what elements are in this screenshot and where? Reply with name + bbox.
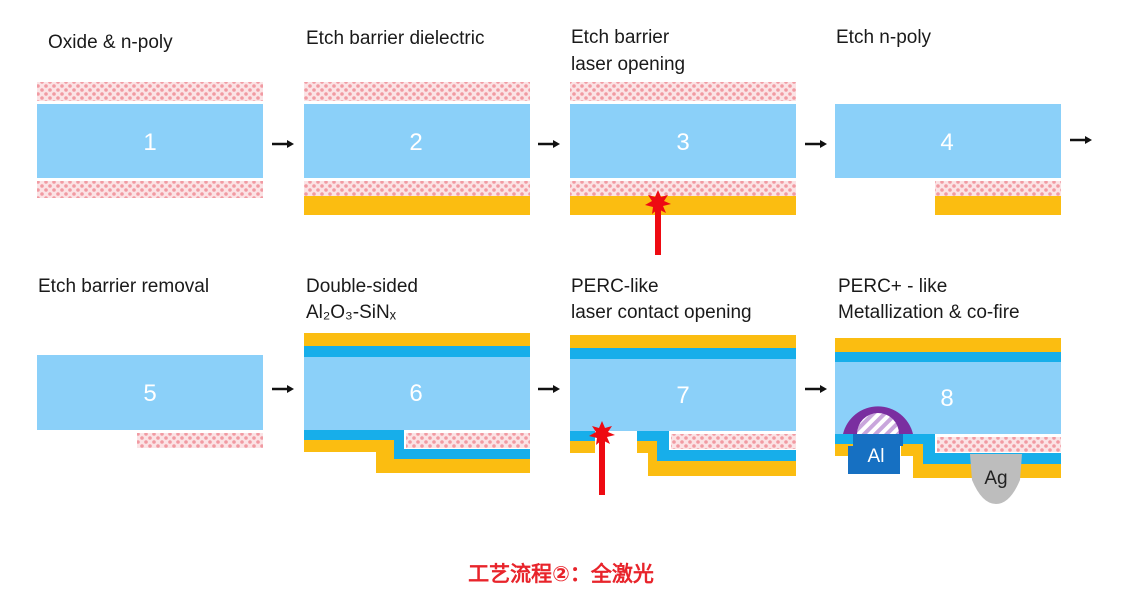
sinx-layer-top (304, 333, 530, 346)
step-7-label-line2: laser contact opening (571, 302, 752, 323)
arrow-icon (272, 385, 294, 393)
oxide-poly-layer-bottom (406, 433, 530, 448)
al2o3-layer-bottom (304, 430, 530, 459)
wafer (570, 104, 796, 178)
step-number: 3 (676, 129, 689, 156)
wafer (37, 104, 263, 178)
step-6-stack: 6 (304, 333, 530, 473)
arrow-icon (805, 140, 827, 148)
oxide-poly-layer-bottom (671, 434, 796, 449)
al2o3-layer-top (570, 348, 796, 359)
oxide-poly-layer-top (570, 82, 796, 101)
arrow-icon (538, 140, 560, 148)
al2o3-layer-bottom-left (570, 431, 595, 441)
arrow-icon (1070, 136, 1092, 144)
oxide-poly-layer-bottom (570, 181, 796, 196)
sinx-layer-top (570, 335, 796, 348)
step-2-stack: 2 (304, 82, 530, 215)
oxide-poly-layer-bottom (37, 181, 263, 198)
etch-barrier-layer (570, 196, 796, 215)
sinx-layer-bottom (901, 444, 1061, 478)
step-3-label-line1: Etch barrier (571, 27, 670, 48)
etch-barrier-layer (304, 196, 530, 215)
ag-contact (970, 454, 1022, 504)
ag-contact-label: Ag (984, 468, 1007, 489)
step-2-label: Etch barrier dielectric (306, 28, 484, 49)
step-4-label: Etch n-poly (836, 27, 932, 48)
step-number: 2 (409, 129, 422, 156)
bsf-region (857, 413, 899, 434)
laser-beam (599, 440, 605, 495)
wafer (570, 359, 796, 431)
step-number: 5 (143, 380, 156, 407)
arrow-icon (805, 385, 827, 393)
wafer (37, 355, 263, 430)
step-number: 7 (676, 382, 689, 409)
al2o3-layer-top (835, 352, 1061, 362)
step-7-stack: 7 (570, 335, 796, 495)
sinx-layer-bottom-left (570, 441, 595, 453)
sinx-layer-bottom (637, 441, 796, 476)
oxide-poly-layer-bottom (304, 181, 530, 196)
arrow-icon (272, 140, 294, 148)
sinx-layer-bottom (304, 440, 530, 473)
step-8-label-line2: Metallization & co-fire (838, 302, 1020, 323)
step-number: 4 (940, 129, 953, 156)
step-4-stack: 4 (835, 104, 1061, 215)
al2o3-layer-top (304, 346, 530, 357)
laser-spark-icon (589, 421, 615, 445)
etch-barrier-layer (935, 196, 1061, 215)
laser-spark-icon (645, 190, 671, 214)
wafer (304, 357, 530, 430)
step-5-label: Etch barrier removal (38, 276, 209, 297)
step-5-stack: 5 (37, 355, 263, 448)
al2o3-layer-bottom-left (835, 434, 855, 444)
oxide-poly-layer-bottom (937, 437, 1061, 452)
al2o3-layer-bottom (637, 431, 796, 461)
step-8-label-line1: PERC+ - like (838, 276, 947, 297)
step-1-label: Oxide & n-poly (48, 32, 173, 53)
step-7-label-line1: PERC-like (571, 276, 659, 297)
al-contact (848, 434, 903, 474)
oxide-poly-layer-bottom (137, 433, 263, 448)
caption: 工艺流程②：全激光 (468, 562, 654, 586)
step-number: 8 (940, 385, 953, 412)
step-3-stack: 3 (570, 82, 796, 255)
oxide-poly-layer-top (304, 82, 530, 101)
step-3-label-line2: laser opening (571, 54, 685, 75)
wafer (304, 104, 530, 178)
wafer (835, 104, 1061, 178)
laser-beam (655, 205, 661, 255)
al-contact-label: Al (868, 446, 885, 467)
step-6-label-line2: Al₂O₃-SiNₓ (306, 302, 397, 323)
oxide-poly-layer-top (37, 82, 263, 101)
step-1-stack: 1 (37, 82, 263, 198)
step-6-label-line1: Double-sided (306, 276, 418, 297)
oxide-poly-layer-bottom (935, 181, 1061, 196)
arrow-icon (538, 385, 560, 393)
step-8-stack: Al Ag 8 (835, 338, 1061, 504)
sinx-layer-top (835, 338, 1061, 352)
step-number: 1 (143, 129, 156, 156)
step-number: 6 (409, 380, 422, 407)
